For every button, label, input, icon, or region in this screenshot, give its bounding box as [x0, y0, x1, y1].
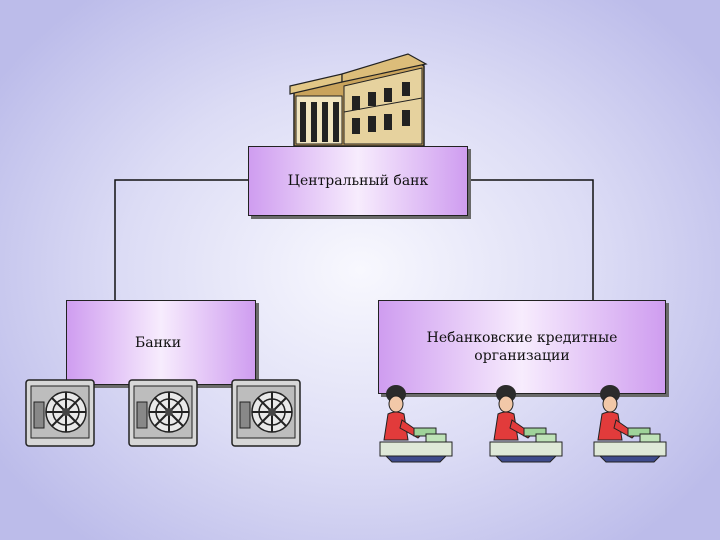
central-bank-box: Центральный банк — [248, 146, 468, 216]
clerk-at-desk-icon — [489, 385, 563, 463]
connector-right — [468, 179, 594, 300]
vault-safe-icon — [128, 379, 198, 447]
nbco-box: Небанковские кредитные организации — [378, 300, 666, 394]
connector-left — [114, 179, 248, 300]
vault-safe-icon — [231, 379, 301, 447]
bank-building-icon — [289, 53, 428, 147]
central-bank-label: Центральный банк — [287, 173, 429, 189]
vault-safe-icon — [25, 379, 95, 447]
clerk-at-desk-icon — [379, 385, 453, 463]
clerk-at-desk-icon — [593, 385, 667, 463]
nbco-label: Небанковские кредитные организации — [426, 330, 618, 364]
banks-box: Банки — [66, 300, 256, 385]
banks-label: Банки — [135, 334, 182, 351]
